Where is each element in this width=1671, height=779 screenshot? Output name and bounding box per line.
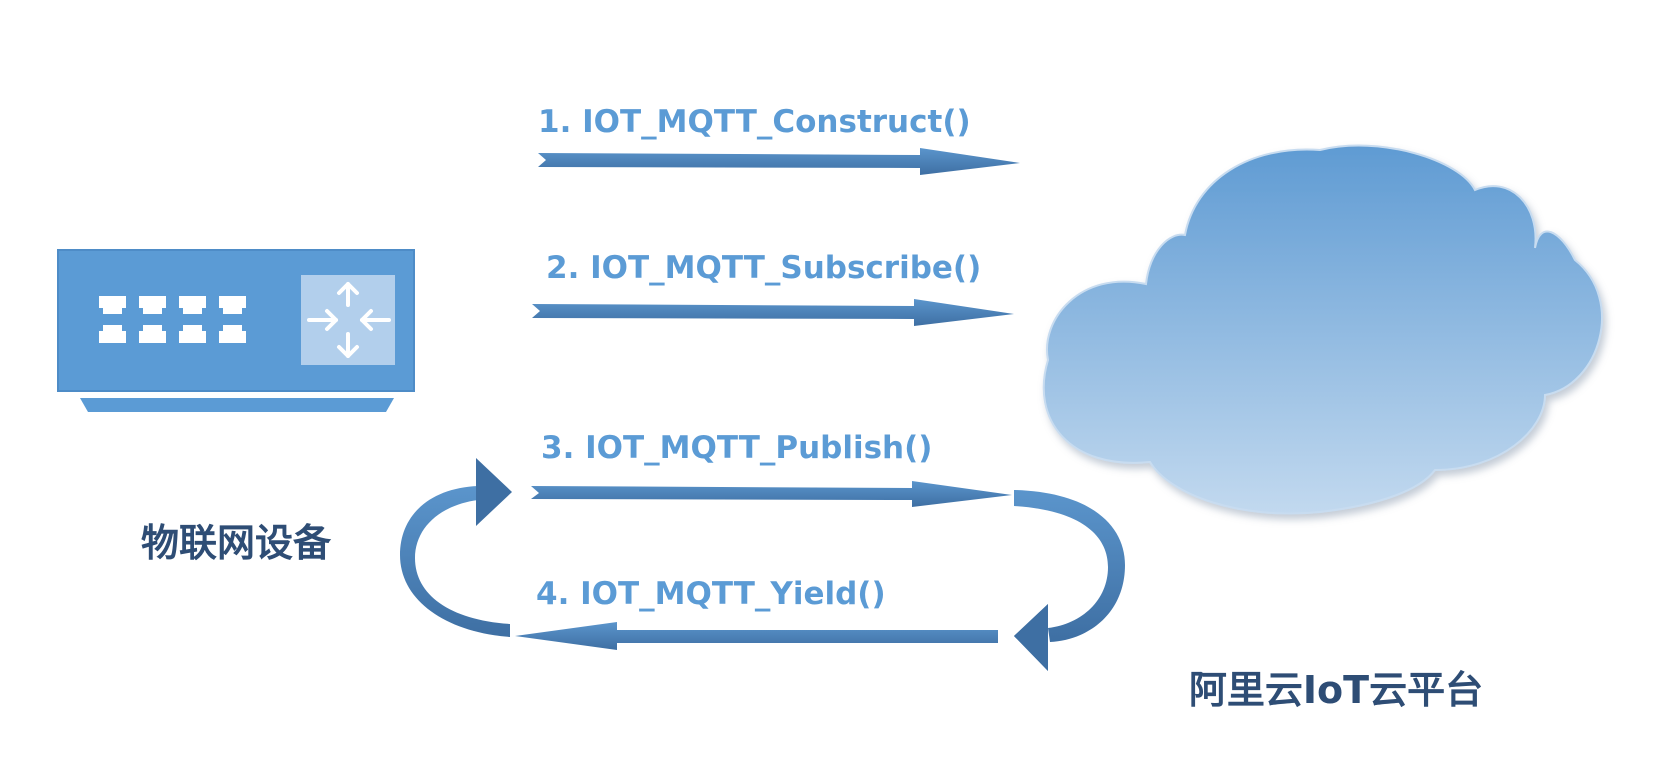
network-switch-icon (57, 249, 415, 412)
cloud-label: 阿里云IoT云平台 (1189, 668, 1483, 712)
step-1: 1. IOT_MQTT_Construct() (538, 104, 1020, 175)
step-4: 4. IOT_MQTT_Yield() (515, 576, 998, 650)
device-label: 物联网设备 (141, 521, 332, 565)
loop-left-arrowhead (476, 458, 512, 526)
loop-left-curve (400, 486, 510, 637)
device-node: 物联网设备 (57, 249, 415, 565)
step-3: 3. IOT_MQTT_Publish() (531, 430, 1012, 507)
step-1-label: 1. IOT_MQTT_Construct() (538, 104, 971, 140)
step-3-label: 3. IOT_MQTT_Publish() (541, 430, 932, 466)
step-3-arrow (531, 481, 1012, 507)
loop-right-curve (1014, 490, 1125, 642)
step-1-arrow (538, 148, 1020, 175)
step-4-arrow (515, 622, 998, 650)
cloud-icon (1042, 144, 1603, 515)
step-4-label: 4. IOT_MQTT_Yield() (536, 576, 886, 612)
cloud-node: 阿里云IoT云平台 (1042, 144, 1603, 712)
step-2-arrow (532, 299, 1014, 326)
step-2-label: 2. IOT_MQTT_Subscribe() (546, 250, 981, 286)
step-2: 2. IOT_MQTT_Subscribe() (532, 250, 1014, 326)
loop-arrows (400, 458, 1125, 671)
